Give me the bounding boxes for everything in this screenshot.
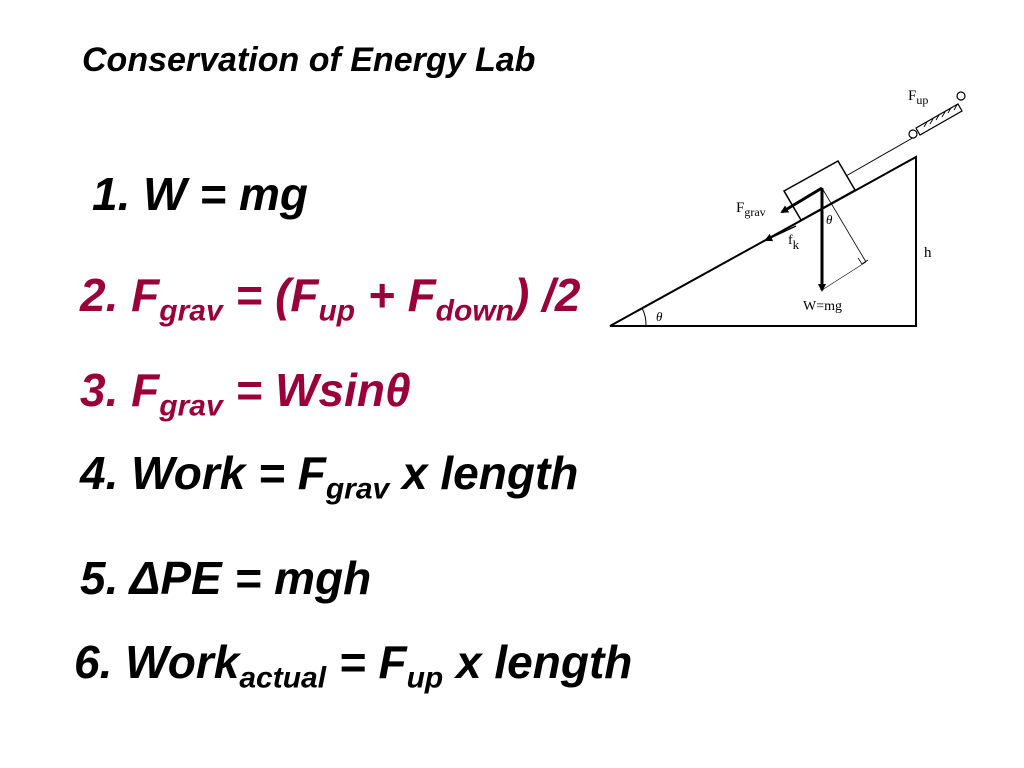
equation-1: 1. W = mg — [92, 167, 308, 222]
equation-5: 5. ΔPE = mgh — [80, 551, 371, 606]
equation-6-part-1: Work — [112, 636, 240, 688]
equation-4-part-2: x length — [389, 447, 579, 499]
equation-4-subscript-grav: grav — [325, 472, 390, 506]
equation-4: 4. Work = Fgrav x length — [80, 446, 579, 504]
equation-3-part-1: F — [131, 364, 160, 416]
fgrav-label: Fgrav — [736, 200, 766, 219]
equation-6-part-3: x length — [443, 636, 633, 688]
slide-title: Conservation of Energy Lab — [82, 41, 536, 79]
equation-2: 2. Fgrav = (Fup + Fdown) /2 — [80, 268, 581, 326]
equation-1-rhs: = mg — [186, 168, 309, 220]
equation-1-number: 1. — [92, 168, 131, 220]
equation-2-part-4: ) /2 — [513, 269, 581, 321]
equation-6: 6. Workactual = Fup x length — [74, 635, 633, 693]
equation-3-number: 3. — [80, 364, 119, 416]
component-line — [821, 261, 867, 291]
right-angle-mark — [857, 257, 869, 265]
equation-5-part-1: ΔPE = mgh — [118, 552, 372, 604]
equation-2-part-3: + F — [355, 269, 436, 321]
equation-1-lhs: W — [143, 168, 187, 220]
equation-2-subscript-up: up — [318, 294, 356, 328]
equation-2-subscript-grav: grav — [159, 294, 223, 328]
equation-6-subscript-up: up — [406, 661, 444, 695]
equation-4-part-1: Work = F — [118, 447, 326, 499]
friction-arrow — [764, 225, 797, 242]
fup-label: Fup — [908, 88, 928, 107]
equation-2-part-2: = (F — [222, 269, 319, 321]
equation-2-subscript-down: down — [435, 294, 514, 328]
theta-base-label: θ — [656, 309, 663, 324]
theta-block-label: θ — [826, 212, 833, 227]
weight-label: W=mg — [803, 299, 842, 314]
spring-scale — [908, 91, 966, 139]
equation-3: 3. Fgrav = Wsinθ — [80, 363, 411, 421]
inclined-plane-diagram: Fup Fgrav θ fk h W=mg θ — [609, 88, 966, 327]
equation-6-part-2: = F — [326, 636, 407, 688]
height-label: h — [924, 245, 932, 261]
equation-6-subscript-actual: actual — [239, 661, 327, 695]
equation-2-part-1: F — [131, 269, 160, 321]
equation-5-number: 5. — [80, 552, 119, 604]
equation-2-number: 2. — [80, 269, 119, 321]
equation-3-subscript-grav: grav — [159, 389, 223, 423]
equation-3-part-2: = Wsinθ — [222, 364, 411, 416]
base-angle-arc — [641, 307, 647, 327]
fgrav-arrow — [780, 186, 823, 214]
equation-4-number: 4. — [80, 447, 119, 499]
normal-line — [821, 187, 867, 263]
string — [845, 135, 917, 177]
equation-6-number: 6. — [74, 636, 113, 688]
incline-triangle — [609, 155, 917, 327]
fk-label: fk — [788, 233, 800, 252]
